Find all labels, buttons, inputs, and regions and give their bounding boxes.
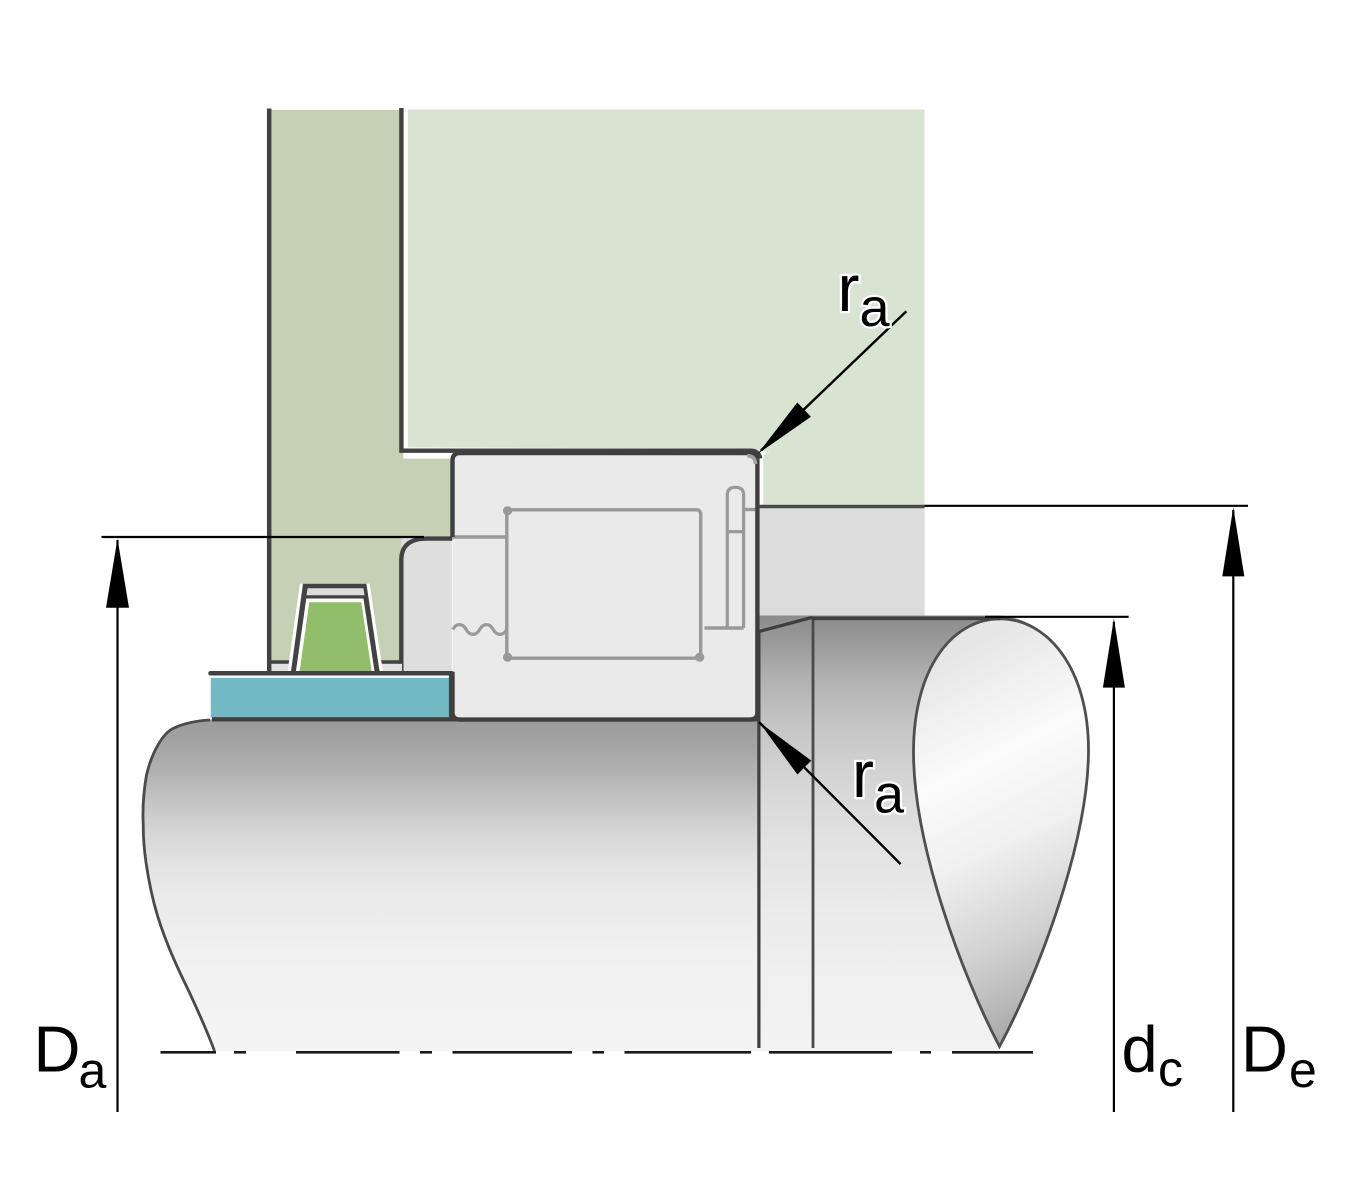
svg-text:D: D (1241, 1013, 1288, 1086)
svg-text:r: r (838, 251, 860, 325)
svg-text:a: a (874, 765, 905, 825)
svg-text:a: a (860, 278, 891, 338)
svg-text:e: e (1289, 1042, 1317, 1098)
svg-text:r: r (852, 737, 874, 811)
svg-text:c: c (1158, 1041, 1183, 1097)
svg-text:a: a (79, 1043, 107, 1099)
svg-text:D: D (34, 1013, 81, 1086)
svg-text:d: d (1122, 1013, 1158, 1086)
